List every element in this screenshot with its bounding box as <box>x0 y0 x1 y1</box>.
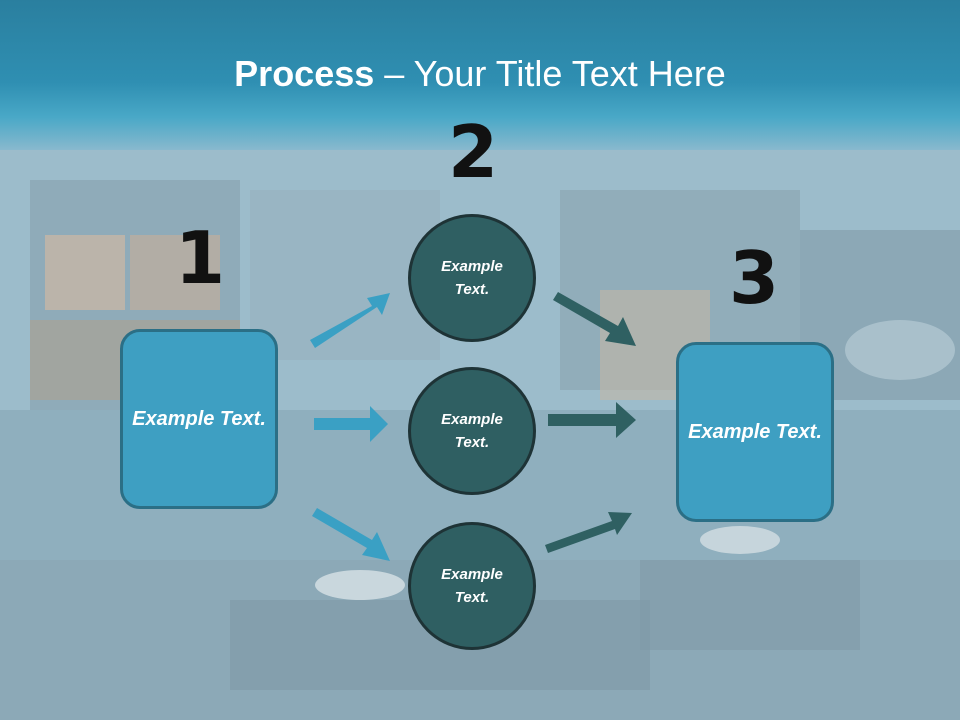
arrow-left-to-top <box>310 293 390 348</box>
title-band <box>0 0 960 150</box>
circle-middle-label: Example Text. <box>441 411 503 451</box>
arrow-left-to-middle <box>314 406 388 442</box>
slide-title: Process – Your Title Text Here <box>0 50 960 98</box>
box-step-1-label: Example Text. <box>132 407 266 430</box>
circle-step-2-top: Example Text. <box>408 214 536 342</box>
arrow-top-to-right <box>553 292 636 346</box>
title-bold: Process <box>234 53 375 94</box>
circle-top-label: Example Text. <box>441 258 503 298</box>
box-step-3: Example Text. <box>676 342 834 522</box>
step-number-3: 3 <box>728 236 780 320</box>
step-number-2: 2 <box>447 110 499 194</box>
circle-step-2-bottom: Example Text. <box>408 522 536 650</box>
circle-bottom-label: Example Text. <box>441 566 503 606</box>
box-step-3-label: Example Text. <box>688 420 822 443</box>
circle-step-2-middle: Example Text. <box>408 367 536 495</box>
arrow-bottom-to-right <box>545 512 632 553</box>
title-rest: – Your Title Text Here <box>374 53 726 94</box>
arrow-left-to-bottom <box>312 508 390 561</box>
arrow-middle-to-right <box>548 402 636 438</box>
step-number-1: 1 <box>174 216 226 300</box>
box-step-1: Example Text. <box>120 329 278 509</box>
